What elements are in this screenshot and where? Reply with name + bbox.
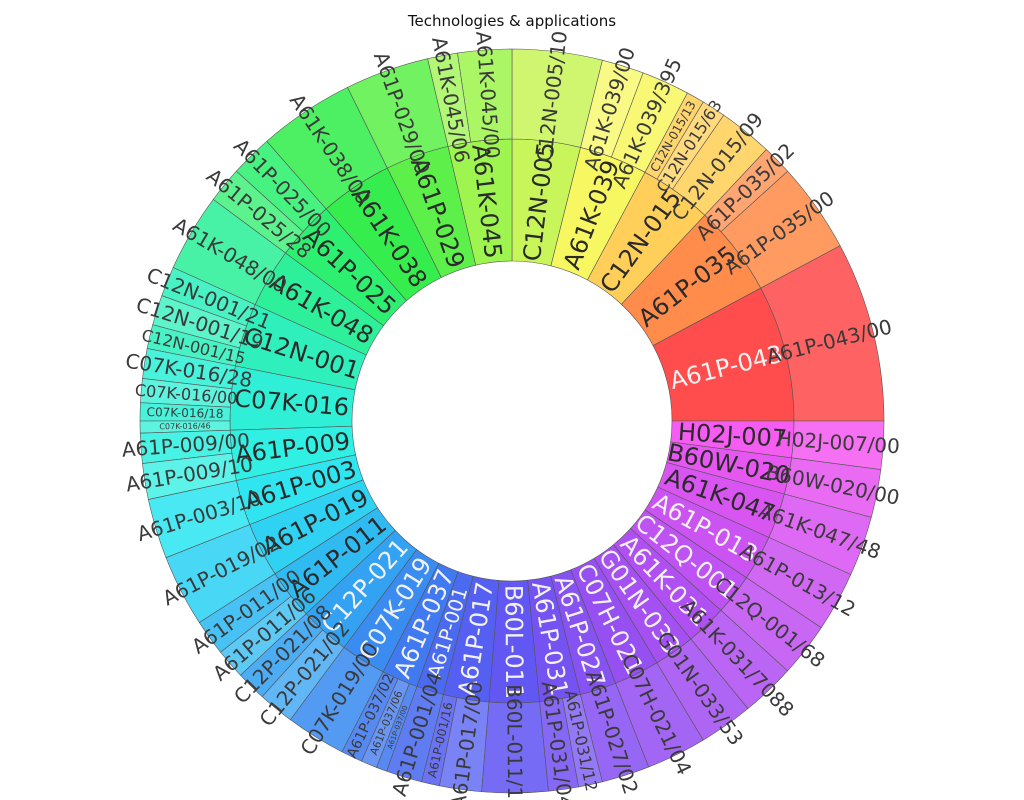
outer-label-c07k-016-18: C07K-016/18 (146, 405, 223, 421)
chart-title: Technologies & applications (407, 12, 617, 30)
outer-label-b60l-011-18: B60L-011/18 (502, 684, 527, 800)
inner-label-b60l-011: B60L-011 (499, 585, 528, 700)
outer-label-c07k-016-46: C07K-016/46 (159, 421, 210, 431)
outer-ring (139, 48, 885, 794)
outer-segment-h02j-007-00 (791, 420, 885, 470)
inner-ring (229, 138, 795, 704)
